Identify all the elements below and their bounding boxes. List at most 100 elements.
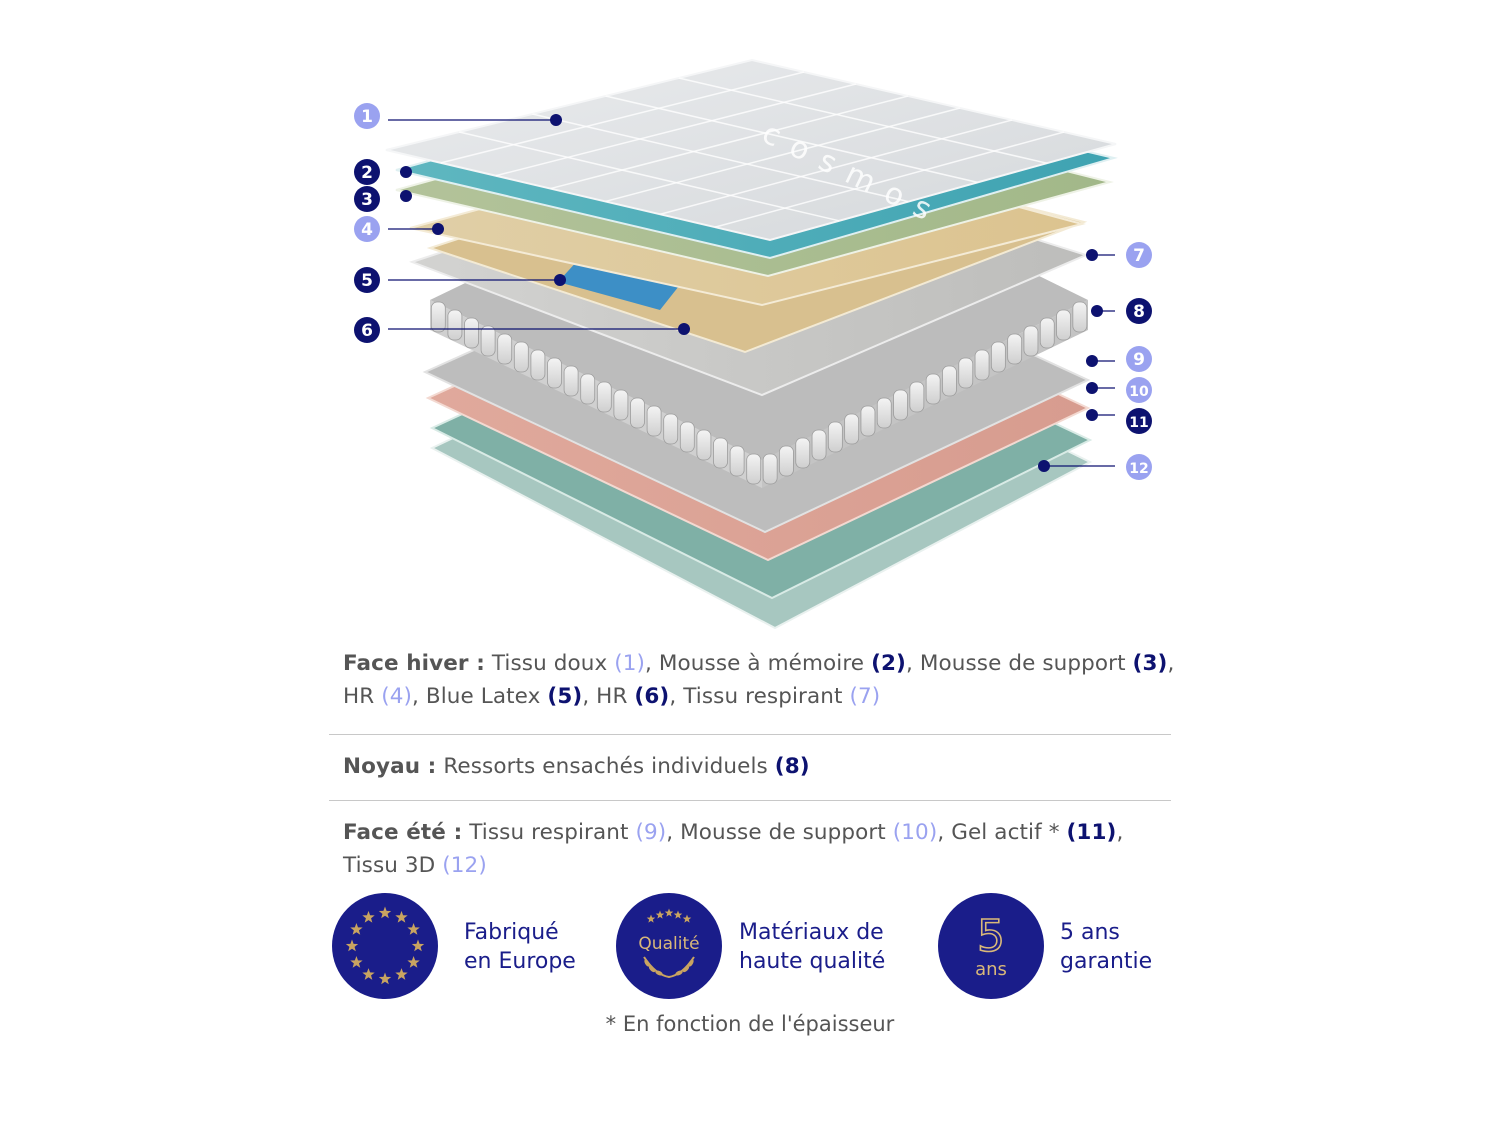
warranty-icon: 5 ans <box>975 910 1007 980</box>
summer-part-text: , Tissu 3D <box>343 820 1124 878</box>
spring-coil <box>696 429 712 461</box>
winter-part-text: , HR <box>343 651 1175 709</box>
spring-coil <box>779 445 794 477</box>
spring-coil <box>530 349 546 381</box>
spring-coil <box>630 397 645 429</box>
summer-part-text: Tissu respirant <box>462 820 636 845</box>
core-part-text: Ressorts ensachés individuels <box>436 754 775 779</box>
callout-10: 10 <box>1086 377 1152 403</box>
spring-coil <box>1007 333 1023 365</box>
callout-number: 9 <box>1133 350 1145 370</box>
spring-coil <box>893 389 908 421</box>
warranty-label-line2: garantie <box>1060 949 1153 974</box>
spring-coil <box>860 405 876 437</box>
spring-coil <box>942 365 957 397</box>
quality-label: Matériaux de haute qualité <box>739 918 909 976</box>
quilt-line <box>459 131 840 222</box>
callout-dot <box>1091 305 1103 317</box>
callout-dot <box>1086 409 1098 421</box>
winter-part-number: (1) <box>614 651 646 676</box>
callout-1: 1 <box>354 103 562 129</box>
spring-coil <box>1039 317 1055 349</box>
spring-coil <box>679 421 695 453</box>
spring-coil <box>746 453 762 485</box>
summer-part-text: , Mousse de support <box>666 820 893 845</box>
winter-part-number: (2) <box>871 651 906 676</box>
europe-badge <box>332 893 438 999</box>
core-part-number: (8) <box>774 754 810 779</box>
summer-part-number: (12) <box>442 853 487 878</box>
callout-marker <box>354 267 380 293</box>
europe-label: Fabriqué en Europe <box>464 918 634 976</box>
winter-part-number: (5) <box>547 684 583 709</box>
summer-heading: Face été : <box>343 820 463 845</box>
callout-8: 8 <box>1091 298 1152 324</box>
callout-3: 3 <box>354 186 412 212</box>
eu-star <box>350 956 363 968</box>
eu-star <box>407 923 420 935</box>
spring-coil <box>663 413 679 445</box>
callout-dot <box>1086 355 1098 367</box>
callout-4: 4 <box>354 216 444 242</box>
callout-marker <box>354 103 380 129</box>
spring-coil <box>876 397 892 429</box>
quality-star <box>655 910 665 919</box>
callout-dot <box>1086 382 1098 394</box>
quilt-pattern <box>440 71 1065 228</box>
quality-star <box>682 914 692 923</box>
spring-coil <box>844 413 860 445</box>
callout-dot <box>678 323 690 335</box>
winter-part-text: , Tissu respirant <box>669 684 850 709</box>
callout-dot <box>1038 460 1050 472</box>
callout-9: 9 <box>1086 346 1152 372</box>
winter-part-number: (4) <box>381 684 413 709</box>
eu-star <box>395 910 408 923</box>
quilt-line <box>440 71 805 164</box>
spring-coil <box>990 341 1006 373</box>
winter-heading: Face hiver : <box>343 651 485 676</box>
warranty-icon-number: 5 <box>977 911 1005 962</box>
warranty-icon-unit: ans <box>975 959 1007 980</box>
winter-part-text: , Blue Latex <box>412 684 548 709</box>
eu-star <box>378 972 392 985</box>
callout-number: 8 <box>1133 302 1145 322</box>
winter-side-description: Face hiver : Tissu doux (1), Mousse à mé… <box>343 647 1183 713</box>
callout-marker <box>354 159 380 185</box>
callout-5: 5 <box>354 267 566 293</box>
spring-coil <box>958 357 974 389</box>
summer-part-text: , Gel actif * <box>937 820 1067 845</box>
callout-number: 11 <box>1129 415 1148 431</box>
summer-part-number: (10) <box>892 820 938 845</box>
spring-coil <box>1072 301 1088 333</box>
spring-coil <box>1023 325 1039 357</box>
callout-7: 7 <box>1086 242 1152 268</box>
callout-dot <box>400 190 412 202</box>
quilt-line <box>605 95 978 184</box>
spring-coil <box>909 381 925 413</box>
callout-marker <box>1126 298 1152 324</box>
spring-coil <box>713 437 728 469</box>
winter-part-text: , Mousse à mémoire <box>645 651 872 676</box>
europe-label-line2: en Europe <box>464 949 576 974</box>
quilt-line <box>678 77 1047 164</box>
eu-star <box>362 910 375 923</box>
spring-coil <box>464 317 479 349</box>
eu-star <box>395 968 408 980</box>
callout-number: 5 <box>361 271 373 291</box>
spring-coil <box>925 373 941 405</box>
callout-11: 11 <box>1086 408 1152 434</box>
quality-icon-text: Qualité <box>638 934 699 954</box>
winter-part-number: (3) <box>1132 651 1168 676</box>
winter-part-text: Tissu doux <box>484 651 615 676</box>
winter-part-text: , Mousse de support <box>905 651 1133 676</box>
spring-coil <box>795 437 811 469</box>
winter-part-text: , HR <box>582 684 635 709</box>
quality-label-line2: haute qualité <box>739 949 886 974</box>
eu-star <box>407 956 420 968</box>
quilt-line <box>495 83 857 177</box>
quality-laurel-icon: Qualité <box>638 908 700 979</box>
spring-coil <box>480 325 496 357</box>
callout-marker <box>1126 242 1152 268</box>
core-description: Noyau : Ressorts ensachés individuels (8… <box>343 750 1183 783</box>
